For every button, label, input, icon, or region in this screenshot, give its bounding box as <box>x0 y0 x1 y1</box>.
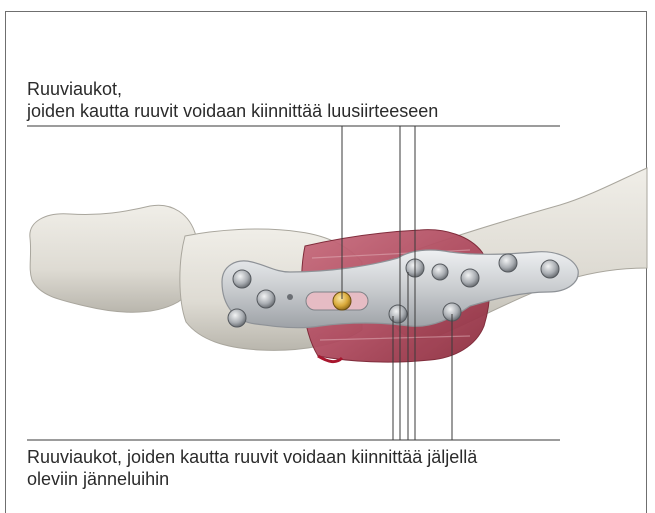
bottom-callout-label: Ruuviaukot, joiden kautta ruuvit voidaan… <box>27 446 477 490</box>
top-callout-label: Ruuviaukot, joiden kautta ruuvit voidaan… <box>27 78 438 122</box>
bottom-callout-line2: oleviin jänneluihin <box>27 468 477 490</box>
left-bone-end <box>30 205 198 312</box>
top-callout-line2: joiden kautta ruuvit voidaan kiinnittää … <box>27 100 438 122</box>
bottom-callout-line1: Ruuviaukot, joiden kautta ruuvit voidaan… <box>27 446 477 468</box>
top-callout-line1: Ruuviaukot, <box>27 78 438 100</box>
